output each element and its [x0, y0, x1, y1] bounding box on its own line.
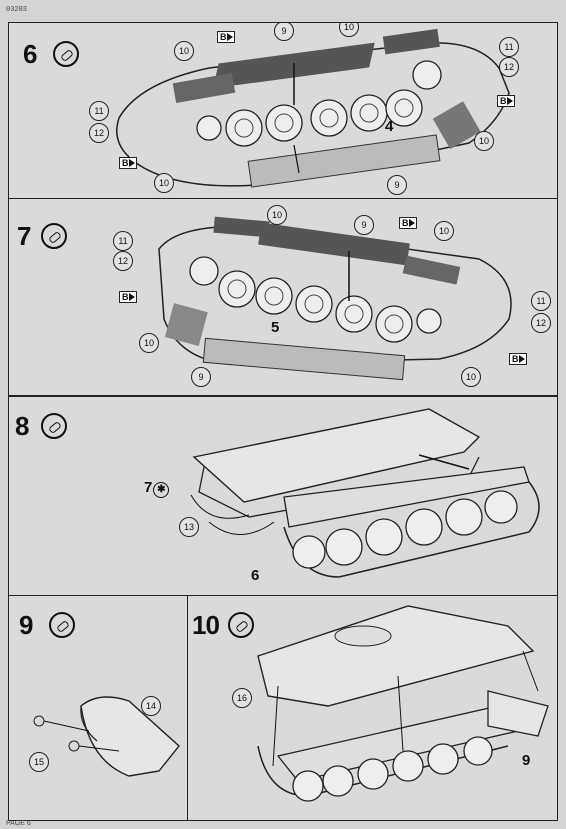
glue-icon	[228, 612, 254, 638]
callout-part: 10	[461, 367, 481, 387]
step-10-panel: 10 16 9	[187, 595, 558, 821]
step-8-panel: 8 7✱ 13 6	[8, 396, 558, 596]
page-number: PAGE 6	[6, 820, 31, 827]
step-number: 9	[19, 610, 34, 640]
callout-part: 10	[474, 131, 494, 151]
callout-part: 16	[232, 688, 252, 708]
step-7-drawing	[158, 216, 512, 381]
callout-part: 9	[191, 367, 211, 387]
step-number: 8	[15, 411, 30, 441]
step-9-panel: 9 14 15	[8, 595, 188, 821]
step-8-drawing	[190, 408, 540, 578]
step-9-drawing	[33, 696, 180, 777]
document-code: 03203	[6, 6, 28, 14]
callout-part: 11	[499, 37, 519, 57]
callout-part: 10	[139, 333, 159, 353]
glue-icon	[41, 413, 67, 439]
callout-part: 10	[267, 205, 287, 225]
step-number: 7	[17, 221, 32, 251]
b-mark: B	[509, 353, 527, 365]
wheel-ref: 4	[385, 118, 394, 135]
part-ref: 6	[251, 567, 260, 584]
callout-part: 12	[499, 57, 519, 77]
callout-part: 9	[274, 23, 294, 41]
callout-part: 10	[434, 221, 454, 241]
callout-part: 11	[113, 231, 133, 251]
callout-part: 12	[531, 313, 551, 333]
wheel-ref: 5	[271, 319, 280, 336]
callout-part: 10	[174, 41, 194, 61]
step-10-drawing	[257, 605, 549, 802]
callout-part: 14	[141, 696, 161, 716]
callout-part: 10	[339, 23, 359, 37]
glue-icon	[53, 41, 79, 67]
b-mark: B	[119, 157, 137, 169]
glue-icon	[49, 612, 75, 638]
glue-icon	[41, 223, 67, 249]
b-mark: B	[399, 217, 417, 229]
step-number: 6	[23, 39, 38, 69]
part-ref: 7✱	[144, 479, 170, 498]
b-mark: B	[497, 95, 515, 107]
step-7-panel: 7 10 9 10 11 12 11 12 10 10 9 5 B B B	[8, 198, 558, 396]
b-mark: B	[119, 291, 137, 303]
callout-part: 15	[29, 752, 49, 772]
callout-part: 13	[179, 517, 199, 537]
part-ref: 9	[522, 752, 531, 769]
callout-part: 11	[89, 101, 109, 121]
step-6-drawing	[116, 28, 510, 188]
step-number: 10	[192, 610, 220, 640]
b-mark: B	[217, 31, 235, 43]
step-6-panel: 6 10 9 10 11 12 11 12 10 10 9 4 B B B	[8, 22, 558, 199]
callout-part: 10	[154, 173, 174, 193]
callout-part: 9	[387, 175, 407, 195]
callout-part: 12	[89, 123, 109, 143]
callout-part: 12	[113, 251, 133, 271]
callout-part: 11	[531, 291, 551, 311]
callout-part: 9	[354, 215, 374, 235]
